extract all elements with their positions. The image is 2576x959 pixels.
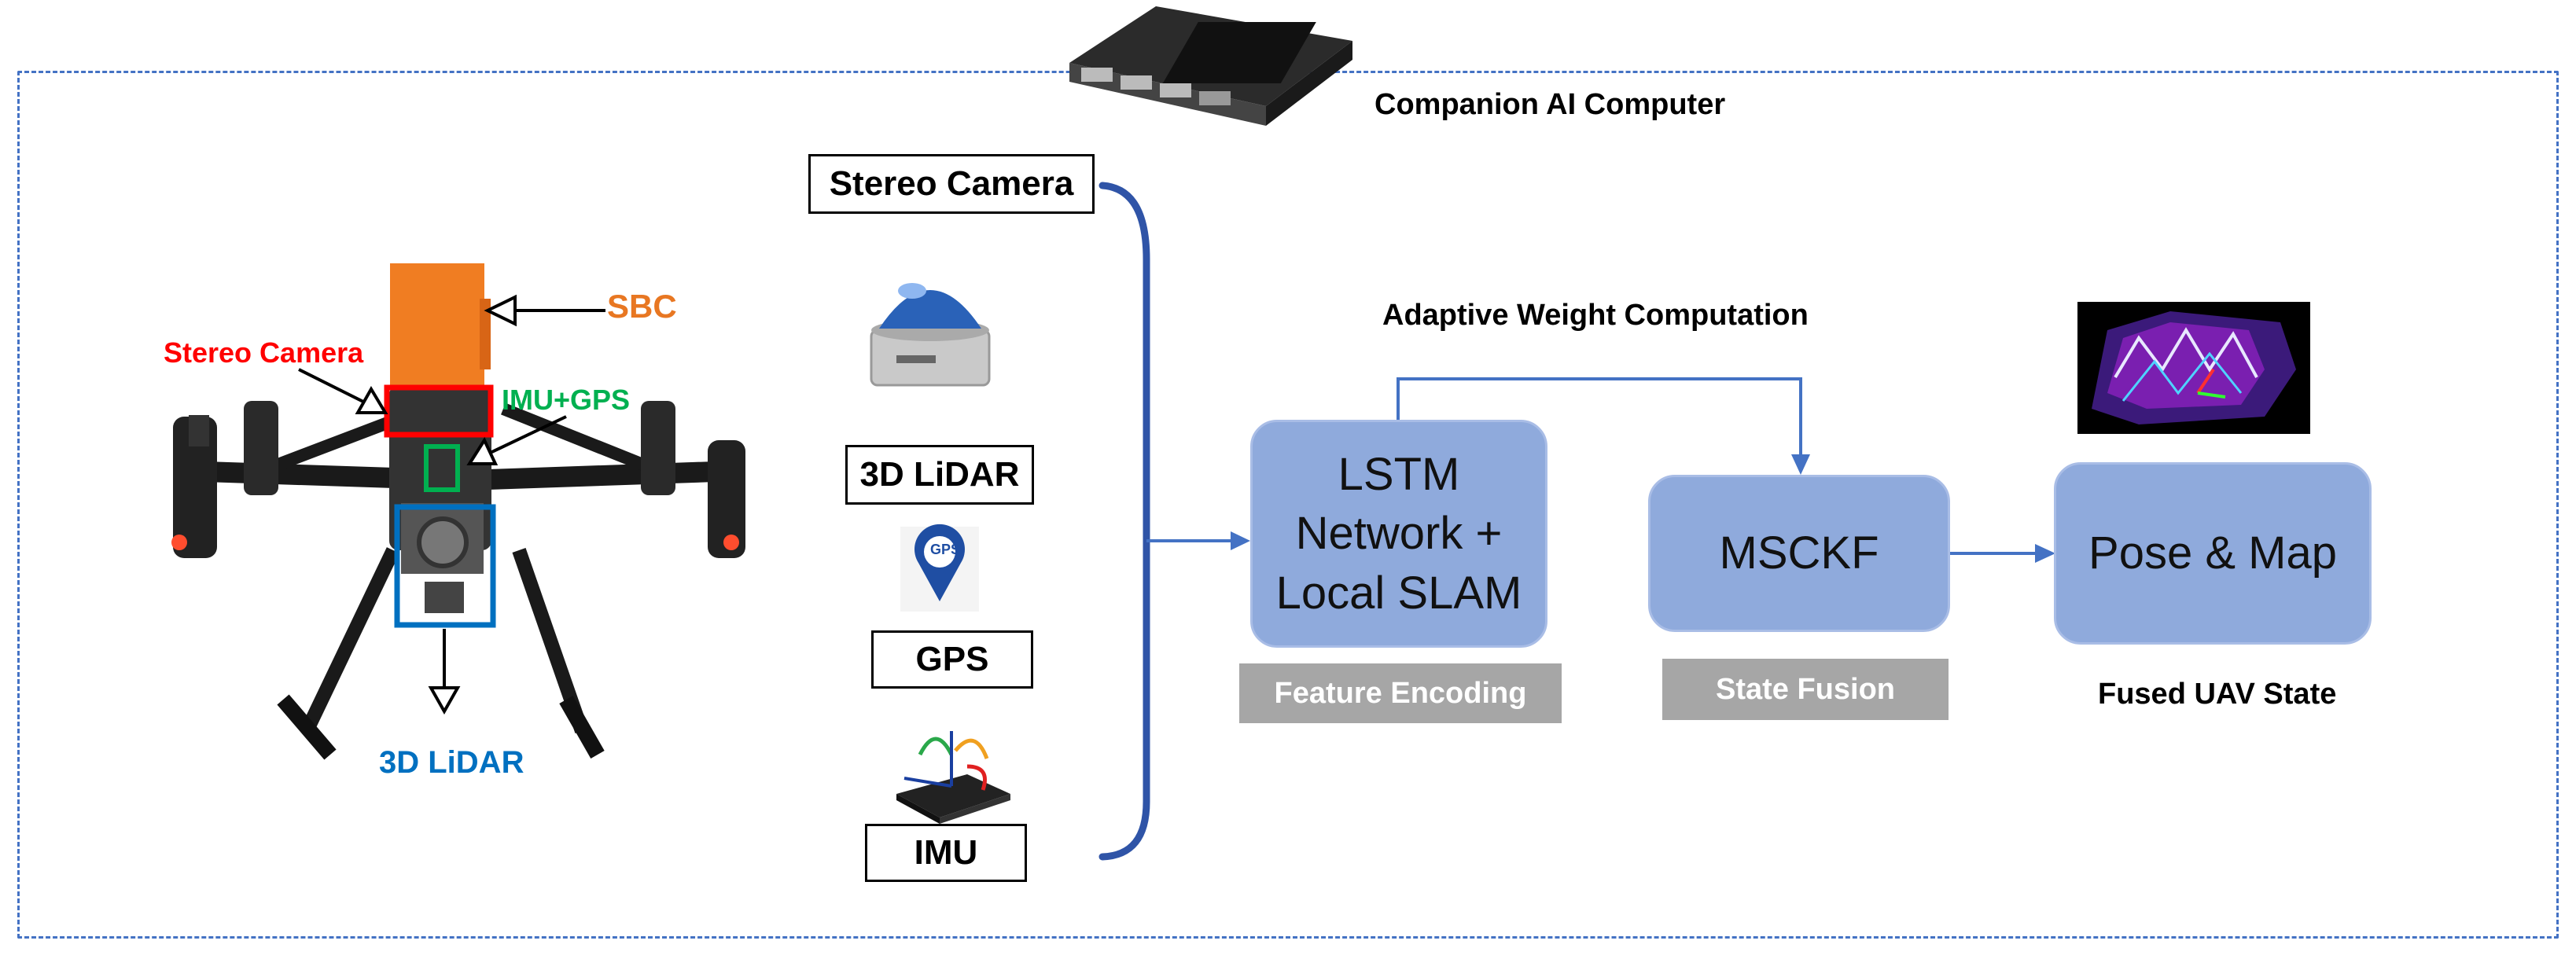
pose-map-box: Pose & Map xyxy=(2054,462,2372,645)
companion-computer-label: Companion AI Computer xyxy=(1374,88,1726,121)
arrow-adaptive-weight xyxy=(1397,377,1802,456)
sbc-label: SBC xyxy=(607,288,677,325)
lstm-line3: Local SLAM xyxy=(1275,567,1522,619)
state-fusion-label: State Fusion xyxy=(1715,672,1896,706)
msckf-box: MSCKF xyxy=(1648,475,1950,632)
pose-map-label: Pose & Map xyxy=(2088,527,2337,579)
drone-icon xyxy=(171,263,745,760)
feature-encoding-box: Feature Encoding xyxy=(1239,663,1562,723)
lidar-label: 3D LiDAR xyxy=(859,455,1020,494)
sensor-bracket xyxy=(1098,182,1150,861)
imu-label: IMU xyxy=(914,833,978,872)
msckf-label: MSCKF xyxy=(1719,527,1879,579)
imu-chip-icon xyxy=(896,731,1010,824)
gps-box: GPS xyxy=(871,630,1033,689)
drone-lidar-label: 3D LiDAR xyxy=(379,745,524,780)
arrow-adaptive-weight-head xyxy=(1791,454,1810,475)
stereo-camera-box: Stereo Camera xyxy=(808,154,1095,214)
fused-state-label: Fused UAV State xyxy=(2098,678,2337,711)
drone-imu-gps-label: IMU+GPS xyxy=(502,384,631,416)
point-cloud-map-icon xyxy=(2077,302,2310,434)
imu-box: IMU xyxy=(865,824,1027,882)
jetson-board-icon xyxy=(1069,6,1352,126)
lstm-line2: Network + xyxy=(1295,508,1503,560)
feature-encoding-label: Feature Encoding xyxy=(1274,676,1527,710)
gps-pin-icon xyxy=(900,524,979,612)
gps-label: GPS xyxy=(915,640,989,678)
lidar-box: 3D LiDAR xyxy=(845,445,1034,505)
stereo-camera-label: Stereo Camera xyxy=(829,164,1074,203)
lidar-sensor-icon xyxy=(870,283,991,387)
gps-pin-text: GPS xyxy=(930,542,961,557)
drone-stereo-label: Stereo Camera xyxy=(164,336,364,369)
lstm-line1: LSTM xyxy=(1338,448,1460,500)
adaptive-weight-label: Adaptive Weight Computation xyxy=(1382,299,1809,332)
arrow-to-pose-head xyxy=(2035,544,2055,563)
lstm-box: LSTM Network + Local SLAM xyxy=(1250,420,1547,648)
arrow-to-lstm-head xyxy=(1231,531,1250,550)
state-fusion-box: State Fusion xyxy=(1662,659,1949,720)
